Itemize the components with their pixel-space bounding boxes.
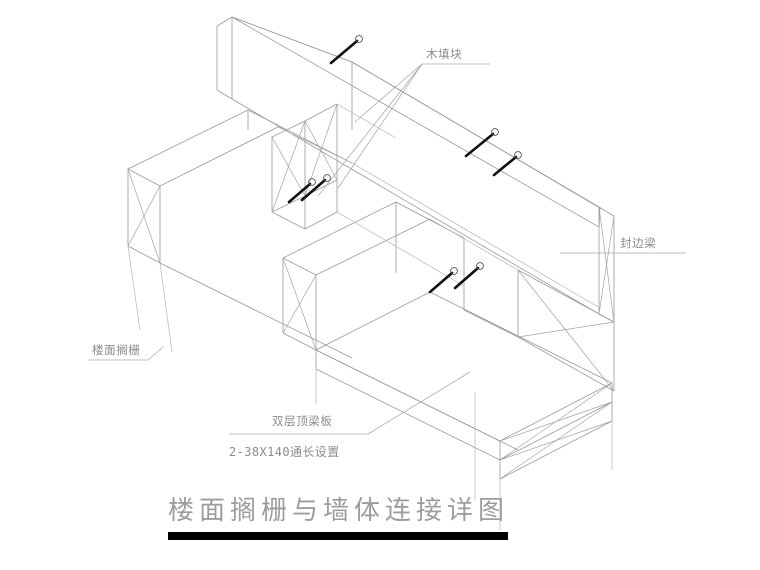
drawing-title: 楼面搁栅与墙体连接详图 [168,496,509,526]
label-top-plate-spec: 2-38X140通长设置 [229,445,340,459]
nail-top-beam-3-head-icon [514,151,522,159]
upper-rim-beam [217,17,614,322]
nail-blocking-2-head-icon [323,174,331,182]
nail-inner-joist-1-shaft [428,271,454,294]
nail-symbols-group [287,35,522,294]
nail-blocking-1-head-icon [308,178,316,186]
end-x-mark-left-joist [127,168,161,264]
wall-studs-below [315,369,613,530]
label-top-plate: 双层顶梁板 [272,414,333,428]
end-x-mark-plate-upper [499,382,613,461]
nail-inner-joist-2-shaft [453,266,480,290]
nail-blocking-1-shaft [287,182,312,204]
nail-top-beam-2-head-icon [491,128,499,136]
leader-wood-blocking-a [354,63,423,123]
nail-top-beam-3-shaft [492,155,518,177]
deck-plane-lines [271,103,601,309]
label-rim-joist: 封边梁 [620,236,656,250]
nail-top-beam-2-shaft [464,132,495,158]
label-floor-joist: 楼面搁栅 [92,343,140,357]
double-top-plate [316,292,612,479]
leader-floor-joist [88,346,164,361]
nail-top-beam-1-head-icon [355,35,363,43]
left-floor-joist [128,110,352,358]
nail-top-beam-1-shaft [329,39,359,65]
lower-band-member [518,270,614,391]
label-wood-blocking: 木填块 [426,47,462,61]
leader-wood-blocking-c [317,63,423,197]
end-x-mark-plate-lower [499,401,613,480]
title-underline-rule [168,532,508,540]
leader-top-plate [229,371,471,435]
nail-blocking-2-shaft [300,178,327,202]
end-x-mark-inner-joist [282,257,317,351]
leader-lines-group [88,63,686,435]
nail-inner-joist-1-head-icon [450,267,458,275]
leader-wood-blocking-b [337,63,423,189]
end-x-mark-blocking-right [304,103,338,197]
nail-inner-joist-2-head-icon [476,262,484,270]
wood-blocking [272,104,337,229]
end-x-mark-rim-joist [598,206,615,323]
joist-hanging-lines [127,245,173,353]
end-x-mark-blocking-left [271,120,306,213]
